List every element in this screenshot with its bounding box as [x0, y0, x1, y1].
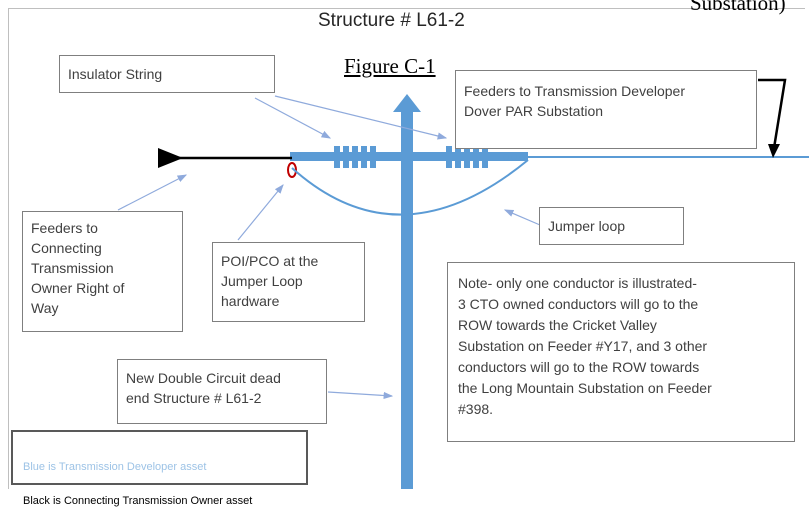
note-label: Note- only one conductor is illustrated-… [447, 262, 795, 442]
structure-diagram [117, 78, 809, 489]
figure-caption: Figure C-1 [344, 54, 436, 78]
feeders-developer-label: Feeders to Transmission Developer Dover … [455, 70, 757, 149]
insulator-string-label: Insulator String [59, 55, 275, 93]
diagram-frame [8, 8, 805, 489]
jumper-loop [291, 159, 529, 216]
pole [401, 110, 413, 489]
structure-title: Structure # L61-2 [318, 10, 465, 31]
conductor-fittings [293, 153, 525, 161]
legend-box: Blue is Transmission Developer asset Bla… [11, 430, 308, 507]
legend-developer-text: Blue is Transmission Developer asset [23, 461, 207, 473]
page-header-fragment: Substation) [690, 0, 786, 15]
crossarm [290, 152, 528, 161]
new-structure-label: New Double Circuit dead end Structure # … [117, 359, 327, 424]
feeders-pointer-arrowhead [768, 144, 780, 158]
legend-connecting-owner-text: Black is Connecting Transmission Owner a… [23, 495, 253, 507]
pole-arrowhead [393, 94, 421, 112]
feeders-connecting-label: Feeders to Connecting Transmission Owner… [22, 211, 183, 332]
feeders-pointer [758, 78, 787, 149]
insulator-string-right [446, 146, 488, 168]
jumper-loop-label: Jumper loop [539, 207, 684, 245]
callout-lines [117, 95, 541, 400]
insulator-string-left [334, 146, 376, 168]
poi-marker [287, 162, 297, 178]
poi-pco-label: POI/PCO at the Jumper Loop hardware [212, 242, 365, 322]
